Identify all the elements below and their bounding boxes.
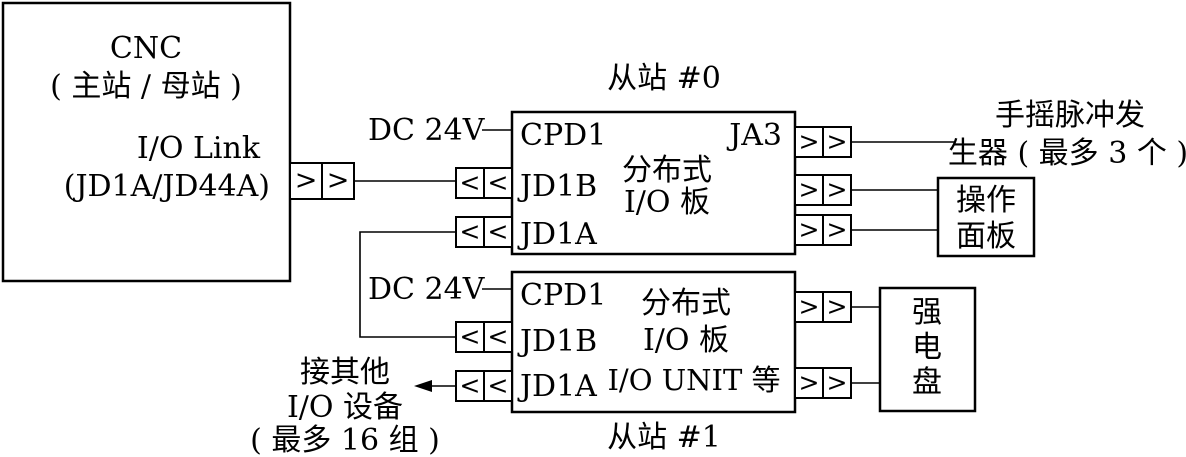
cnc-role: ( 主站 / 母站 )	[50, 69, 242, 104]
slave0-jd1a-connector: < <	[455, 216, 513, 248]
cnc-connector-chevron-1: >	[295, 165, 318, 196]
operator-panel-line1: 操作	[956, 183, 1016, 218]
slave1-power-label: DC 24V	[368, 272, 486, 307]
other-io-line2: I/O 设备	[287, 390, 403, 425]
slave1-jd1b-connector: < <	[455, 321, 513, 353]
cnc-master-unit: CNC ( 主站 / 母站 ) I/O Link (JD1A/JD44A)	[1, 1, 292, 283]
slave0-pin-jd1b: JD1B	[517, 169, 597, 204]
slave0-output-connector-2: > >	[794, 214, 852, 246]
cnc-port-label: I/O Link	[137, 131, 261, 166]
svg-text:>: >	[827, 175, 848, 204]
slave0-title: 从站 #0	[607, 61, 721, 96]
mpg-line2: 生器 ( 最多 3 个 )	[948, 136, 1186, 171]
slave1-board: CPD1 JD1B JD1A 分布式 I/O 板 I/O UNIT 等	[510, 270, 797, 414]
cnc-io-link-connector: > >	[289, 162, 355, 200]
other-io-label: 接其他 I/O 设备 ( 最多 16 组 )	[250, 355, 440, 457]
slave0-pin-ja3: JA3	[726, 118, 782, 153]
slave0-board-line2: I/O 板	[624, 185, 710, 220]
svg-text:<: <	[460, 217, 481, 246]
power-cabinet-line2: 电	[912, 330, 942, 365]
mpg-line1: 手摇脉冲发	[995, 98, 1145, 133]
mpg-label: 手摇脉冲发 生器 ( 最多 3 个 )	[948, 98, 1186, 171]
svg-text:<: <	[460, 322, 481, 351]
svg-text:<: <	[488, 322, 509, 351]
svg-text:>: >	[799, 215, 820, 244]
operator-panel: 操作 面板	[936, 176, 1036, 258]
other-io-line1: 接其他	[300, 355, 390, 390]
slave0-board: CPD1 JD1B JD1A JA3 分布式 I/O 板	[510, 110, 797, 256]
operator-panel-box	[936, 176, 1036, 258]
slave1-jd1a-connector: < <	[455, 370, 513, 402]
slave0-pin-cpd1: CPD1	[520, 118, 606, 153]
slave0-power-label: DC 24V	[368, 113, 486, 148]
slave1-title: 从站 #1	[607, 420, 721, 455]
slave0-jd1b-connector: < <	[455, 167, 513, 199]
svg-text:>: >	[827, 292, 848, 321]
svg-text:>: >	[799, 175, 820, 204]
slave0-box	[510, 110, 797, 256]
arrow-left-icon	[414, 380, 432, 392]
slave1-output-connector-2: > >	[794, 367, 852, 399]
svg-text:>: >	[799, 292, 820, 321]
slave0-output-connector-1: > >	[794, 174, 852, 206]
power-cabinet: 强 电 盘	[878, 286, 977, 413]
operator-panel-line2: 面板	[956, 219, 1016, 254]
slave1-board-line3: I/O UNIT 等	[607, 363, 780, 397]
svg-text:<: <	[460, 371, 481, 400]
svg-text:<: <	[460, 168, 481, 197]
cnc-box	[1, 1, 292, 283]
svg-text:>: >	[827, 215, 848, 244]
slave1-output-connector-1: > >	[794, 291, 852, 323]
wire-slave0-to-slave1	[359, 231, 456, 338]
slave1-board-line2: I/O 板	[643, 323, 729, 358]
svg-text:<: <	[488, 217, 509, 246]
slave1-pin-cpd1: CPD1	[520, 278, 606, 313]
svg-text:<: <	[488, 168, 509, 197]
cnc-connector-chevron-2: >	[327, 165, 350, 196]
slave0-ja3-connector: > >	[794, 126, 852, 158]
svg-text:>: >	[799, 368, 820, 397]
power-cabinet-line3: 盘	[912, 365, 942, 400]
slave0-pin-jd1a: JD1A	[517, 217, 597, 252]
power-cabinet-box	[878, 286, 977, 413]
power-cabinet-line1: 强	[912, 295, 942, 330]
slave1-pin-jd1b: JD1B	[517, 324, 597, 359]
svg-text:>: >	[827, 368, 848, 397]
other-io-line3: ( 最多 16 组 )	[250, 423, 440, 457]
svg-text:<: <	[488, 371, 509, 400]
cnc-title: CNC	[110, 31, 182, 66]
cnc-port-model: (JD1A/JD44A)	[64, 169, 270, 204]
slave1-board-line1: 分布式	[641, 286, 731, 321]
slave0-board-line1: 分布式	[622, 153, 712, 188]
svg-text:>: >	[799, 127, 820, 156]
svg-text:>: >	[827, 127, 848, 156]
slave1-pin-jd1a: JD1A	[517, 369, 597, 404]
